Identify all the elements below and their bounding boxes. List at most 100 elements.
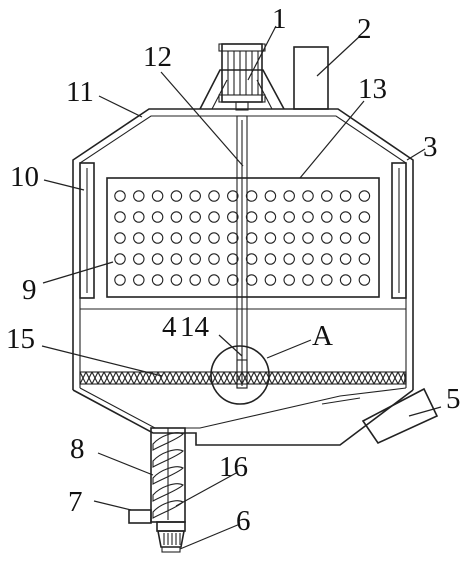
plate-hole [283, 232, 295, 244]
mesh-strand [229, 371, 237, 385]
plate-hole [358, 232, 371, 244]
plate-hole [189, 274, 201, 286]
bottom-valve [156, 521, 186, 553]
mesh-strand [361, 371, 369, 385]
plate-hole [114, 274, 126, 286]
filter-mesh [79, 371, 407, 385]
mesh-strand [115, 371, 123, 385]
label-4: 4 [162, 311, 177, 343]
mesh-strand [277, 371, 285, 385]
inlet-pipe [293, 46, 329, 110]
plate-hole [170, 232, 183, 244]
plate-hole [133, 190, 145, 202]
screw-flight [152, 466, 184, 485]
plate-hole [170, 211, 183, 223]
screw-flight [152, 449, 184, 468]
label-10: 10 [10, 161, 39, 193]
mesh-strand [283, 371, 291, 385]
mesh-strand [301, 371, 309, 385]
mesh-strand [109, 371, 117, 385]
mesh-strand [157, 371, 165, 385]
plate-hole [245, 232, 258, 244]
mesh-strand [325, 371, 333, 385]
plate-hole [302, 232, 314, 244]
plate-hole [133, 211, 145, 223]
mesh-strand [271, 371, 279, 385]
plate-hole [321, 211, 333, 223]
mesh-strand [385, 371, 393, 385]
leader-lines [41, 25, 442, 550]
plate-hole [133, 232, 145, 244]
label-15: 15 [6, 323, 35, 355]
label-2: 2 [357, 13, 372, 45]
screw-flight [152, 432, 184, 451]
mesh-strand [127, 371, 135, 385]
part-labels: 1 2 3 4 5 6 7 8 9 10 11 12 13 14 15 16 A [6, 3, 461, 537]
plate-hole [302, 274, 314, 286]
label-5: 5 [446, 383, 461, 415]
plate-hole [189, 211, 201, 223]
mesh-strand [391, 371, 399, 385]
detail-circle-a [210, 345, 270, 405]
mesh-strand [145, 371, 153, 385]
shaft-end [236, 359, 248, 389]
mesh-strand [331, 371, 339, 385]
label-13: 13 [358, 73, 387, 105]
plate-hole [208, 253, 220, 265]
plate-hole [151, 190, 164, 202]
mesh-strand [181, 371, 189, 385]
plate-hole [283, 211, 295, 223]
plate-hole [245, 274, 258, 286]
plate-hole [264, 274, 277, 286]
mesh-strand [85, 371, 93, 385]
screw-flight [152, 483, 184, 502]
plate-hole [321, 253, 333, 265]
outlet-pipe [361, 387, 439, 445]
mesh-strand [343, 371, 351, 385]
plate-hole [339, 274, 352, 286]
plate-hole [321, 232, 333, 244]
mesh-strand [355, 371, 363, 385]
plate-hole [151, 232, 164, 244]
plate-hole [302, 190, 314, 202]
mesh-strand [367, 371, 375, 385]
plate-hole [358, 211, 371, 223]
mesh-strand [295, 371, 303, 385]
plate-hole [264, 253, 277, 265]
mesh-strand [199, 371, 207, 385]
mesh-strand [163, 371, 171, 385]
perforated-plate [106, 177, 380, 298]
mesh-strand [121, 371, 129, 385]
plate-hole [114, 211, 126, 223]
plate-hole [358, 190, 371, 202]
label-8: 8 [70, 433, 85, 465]
screw-conveyor [150, 427, 186, 523]
plate-hole [227, 190, 239, 202]
plate-hole [283, 190, 295, 202]
plate-hole [245, 253, 258, 265]
mesh-strand [247, 371, 255, 385]
plate-hole [151, 253, 164, 265]
plate-holes [114, 190, 371, 286]
plate-hole [339, 211, 352, 223]
plate-hole [264, 190, 277, 202]
plate-hole [151, 274, 164, 286]
plate-hole [208, 274, 220, 286]
mesh-strand [337, 371, 345, 385]
label-16: 16 [219, 451, 248, 483]
label-11: 11 [66, 76, 94, 108]
plate-hole [114, 253, 126, 265]
mesh-strand [259, 371, 267, 385]
plate-hole [189, 232, 201, 244]
mesh-strand [313, 371, 321, 385]
mesh-strand [349, 371, 357, 385]
motor [199, 43, 285, 111]
mesh-strand [289, 371, 297, 385]
plate-hole [170, 274, 183, 286]
mesh-strand [253, 371, 261, 385]
mesh-strand [187, 371, 195, 385]
mesh-strand [307, 371, 315, 385]
plate-hole [321, 190, 333, 202]
mesh-strand [379, 371, 387, 385]
